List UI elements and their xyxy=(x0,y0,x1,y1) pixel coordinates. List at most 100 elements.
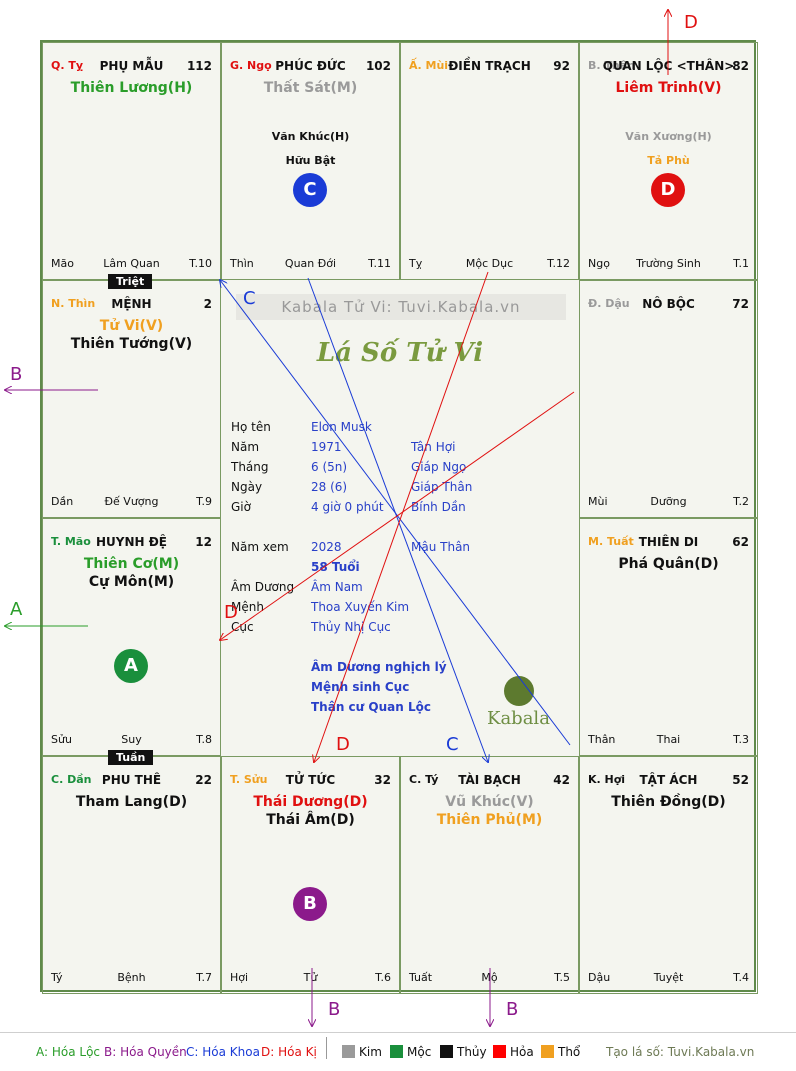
info-value-2: Tân Hợi xyxy=(411,440,456,454)
label-bottom-b2: B xyxy=(506,999,518,1020)
palace-can: M. Tuất xyxy=(588,535,634,548)
triet-mark: Triệt xyxy=(108,274,153,289)
legend-hoa-khoa: C: Hóa Khoa xyxy=(186,1045,260,1059)
footer-branch: Mão xyxy=(51,257,74,270)
footer-cycle: Mộ xyxy=(481,971,498,984)
footer-month: T.11 xyxy=(368,257,391,270)
palace-number: 32 xyxy=(374,773,391,787)
footer-branch: Tý xyxy=(51,971,63,984)
palace-can: Ấ. Mùi xyxy=(409,59,449,72)
palace-name: HUYNH ĐỆ xyxy=(96,535,167,549)
major-stars: Thiên Cơ(M)Cự Môn(M) xyxy=(43,555,220,591)
footer-cycle: Mộc Dục xyxy=(465,257,514,270)
info-value: 28 (6) xyxy=(311,480,348,494)
palace-footer: Mão Lâm Quan T.10 xyxy=(51,257,212,271)
info-key: Âm Dương xyxy=(231,580,295,594)
palace-number: 42 xyxy=(553,773,570,787)
footer-month: T.5 xyxy=(554,971,570,984)
footer-branch: Tỵ xyxy=(409,257,423,270)
palace-can: T. Mão xyxy=(51,535,91,548)
palace-number: 102 xyxy=(365,59,391,73)
footer-cycle: Tuyệt xyxy=(653,971,684,984)
footer-cycle: Suy xyxy=(121,733,142,746)
palace-can: G. Ngọ xyxy=(230,59,272,72)
site-link[interactable]: Tạo lá số: Tuvi.Kabala.vn xyxy=(606,1045,755,1059)
footer-cycle: Lâm Quan xyxy=(103,257,160,270)
legend-tho: Thổ xyxy=(541,1045,580,1059)
palace-can: Q. Tỵ xyxy=(51,59,84,72)
palace-can: K. Hợi xyxy=(588,773,626,786)
hoa-circle: B xyxy=(293,887,327,921)
major-stars: Phá Quân(D) xyxy=(580,555,757,573)
info-value-2: Bính Dần xyxy=(411,500,466,514)
legend-hoa-quyen: B: Hóa Quyền xyxy=(104,1045,187,1059)
minor-star: Tả Phù xyxy=(647,154,690,167)
footer-cycle: Trường Sinh xyxy=(636,257,701,270)
minor-stars: Văn Khúc(H)Hữu Bật xyxy=(222,125,399,173)
footer-month: T.9 xyxy=(196,495,212,508)
info-value: 6 (5n) xyxy=(311,460,348,474)
footer-branch: Ngọ xyxy=(588,257,610,270)
legend-moc: Mộc xyxy=(390,1045,431,1059)
palace-name: PHỤ MẪU xyxy=(99,59,164,73)
footer-month: T.3 xyxy=(733,733,749,746)
info-value: Thủy Nhị Cục xyxy=(311,620,391,634)
hoa-circle: A xyxy=(114,649,148,683)
footer-month: T.8 xyxy=(196,733,212,746)
palace-number: 52 xyxy=(732,773,749,787)
major-star: Thất Sát(M) xyxy=(263,80,358,96)
kabala-brand: Kabala xyxy=(487,708,550,729)
footer-cycle: Đế Vượng xyxy=(104,495,159,508)
info-value: Âm Nam xyxy=(311,580,363,594)
center-info-panel: Kabala Tử Vi: Tuvi.Kabala.vn Lá Số Tử Vi… xyxy=(221,280,579,756)
info-value: Thoa Xuyến Kim xyxy=(311,600,410,614)
footer-month: T.2 xyxy=(733,495,749,508)
label-c1: C xyxy=(243,288,256,309)
hoa-circle: D xyxy=(651,173,685,207)
footer-month: T.10 xyxy=(189,257,212,270)
palace-footer: Tỵ Mộc Dục T.12 xyxy=(409,257,570,271)
palace-name: THIÊN DI xyxy=(638,535,699,549)
minor-star: Văn Khúc(H) xyxy=(271,130,350,143)
legend-hoa-ki: D: Hóa Kị xyxy=(261,1045,317,1059)
major-stars: Thiên Đồng(D) xyxy=(580,793,757,811)
palace-number: 82 xyxy=(732,59,749,73)
footer-cycle: Thai xyxy=(656,733,681,746)
legend-hoa-loc: A: Hóa Lộc xyxy=(36,1045,101,1059)
palace-name: NÔ BỘC xyxy=(642,297,695,311)
minor-stars: Văn Xương(H)Tả Phù xyxy=(580,125,757,173)
palace-can: T. Sửu xyxy=(230,773,268,786)
line-d1 xyxy=(220,391,575,640)
footer-month: T.12 xyxy=(547,257,570,270)
major-star: Liêm Trinh(V) xyxy=(615,80,722,96)
palace-can: C. Tý xyxy=(409,773,439,786)
label-top-d: D xyxy=(684,12,698,33)
footer-cycle: Bệnh xyxy=(117,971,146,984)
major-star: Thái Dương(D) xyxy=(253,794,368,810)
palace-number: 22 xyxy=(195,773,212,787)
hoa-arrows: D B A B B C D D C xyxy=(0,0,698,1030)
info-key: Năm xem xyxy=(231,540,289,554)
info-key: Mệnh xyxy=(231,600,264,614)
info-key: Họ tên xyxy=(231,420,271,434)
palace-number: 92 xyxy=(553,59,570,73)
hoa-circle: C xyxy=(293,173,327,207)
palace-can: N. Thìn xyxy=(51,297,96,310)
footer-cycle: Tử xyxy=(303,971,318,984)
footer-month: T.4 xyxy=(733,971,749,984)
